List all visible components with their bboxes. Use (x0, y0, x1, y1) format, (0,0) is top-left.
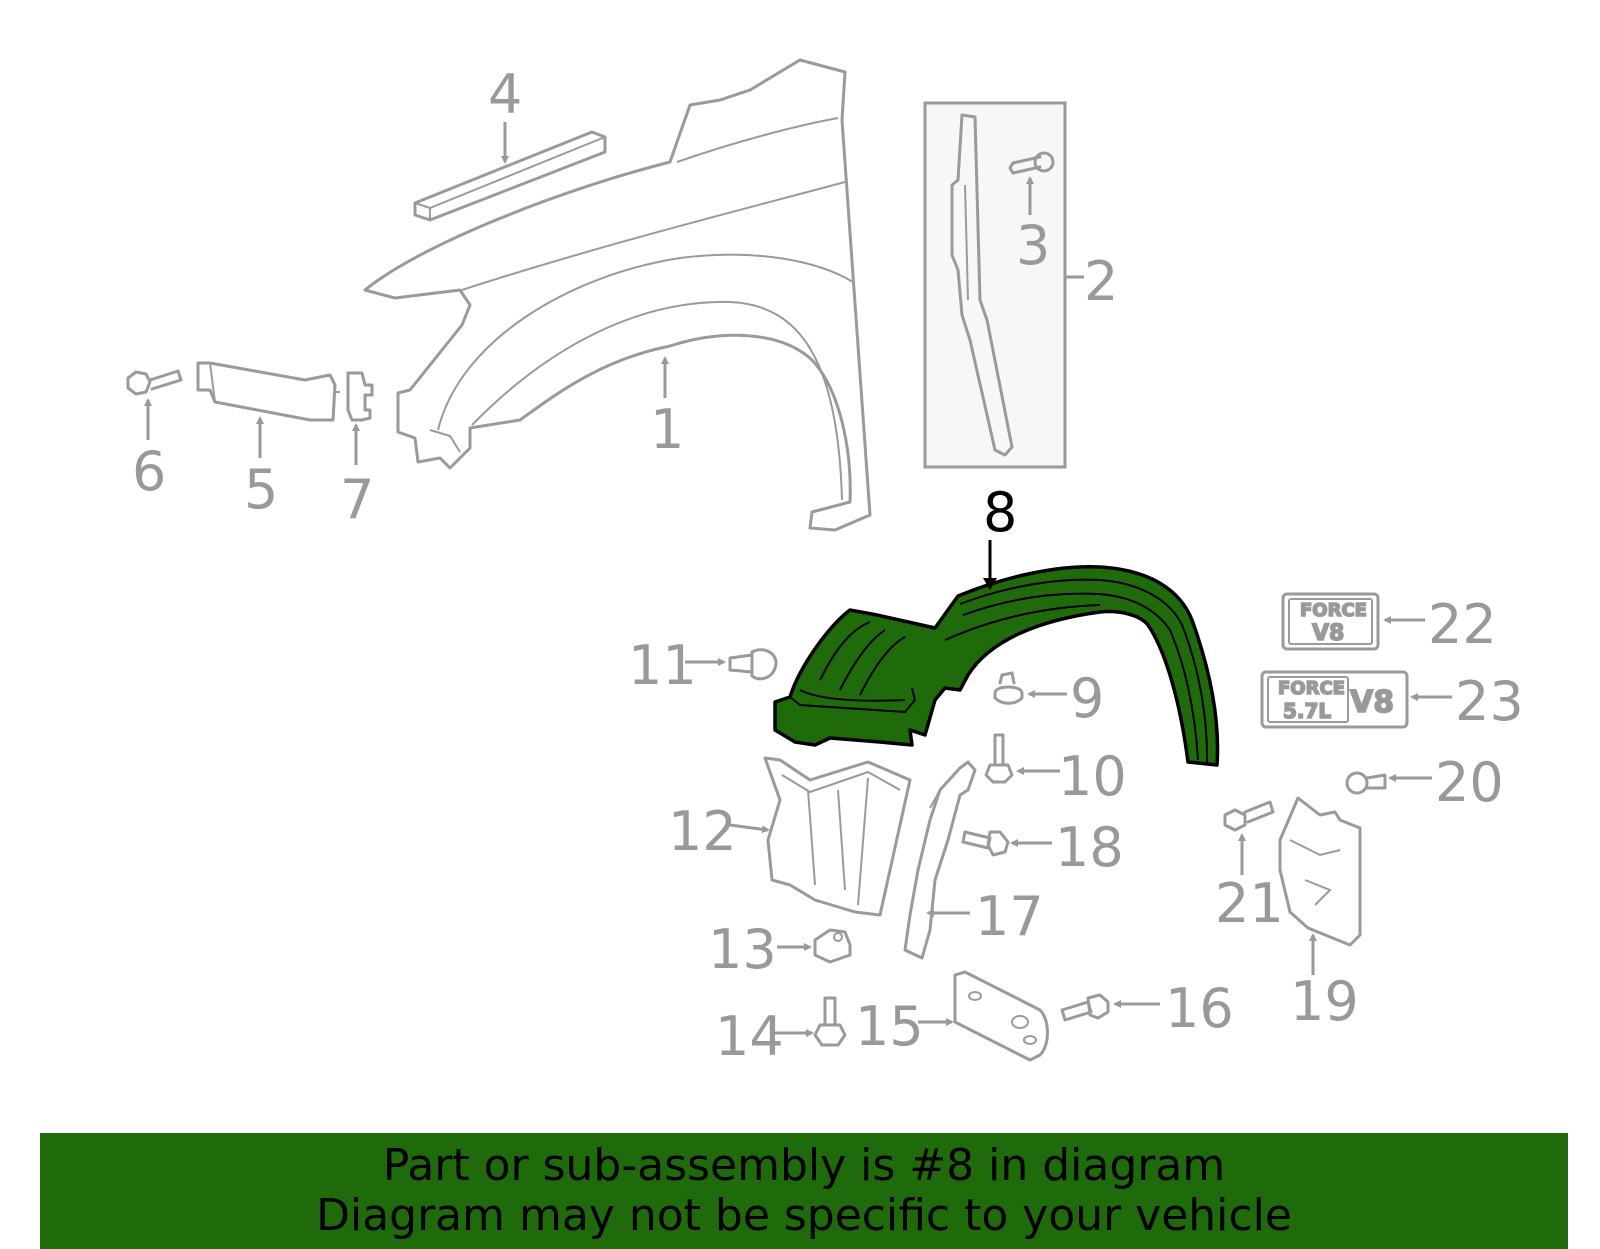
callout-12: 12 (668, 800, 737, 863)
callout-14: 14 (715, 1005, 784, 1068)
badge-22-line1: FORCE (1300, 600, 1367, 621)
callout-3: 3 (1016, 214, 1050, 277)
part-15-bracket[interactable] (953, 970, 1049, 1062)
part-12-deflector[interactable] (763, 756, 912, 917)
part-7-clip[interactable] (346, 371, 374, 422)
part-23-badge[interactable]: FORCE 5.7L V8 (1260, 670, 1409, 729)
callout-18: 18 (1055, 816, 1124, 879)
callout-17: 17 (975, 885, 1044, 948)
part-17-seal[interactable] (903, 760, 977, 960)
callout-23: 23 (1455, 670, 1524, 733)
callout-19: 19 (1290, 970, 1359, 1033)
part-6-bolt[interactable] (126, 369, 183, 396)
part-4-molding[interactable] (413, 130, 607, 222)
callout-11: 11 (628, 634, 697, 697)
badge-23-line2: 5.7L (1283, 699, 1331, 723)
callout-21: 21 (1215, 872, 1284, 935)
callout-10: 10 (1058, 745, 1127, 808)
part-19-mudguard[interactable] (1278, 796, 1362, 947)
part-11-bolt[interactable] (728, 648, 778, 681)
part-10-bolt[interactable] (984, 733, 1014, 784)
badge-22-line2: V8 (1312, 621, 1344, 646)
callout-7: 7 (340, 468, 374, 531)
badge-23-line1: FORCE (1278, 678, 1345, 699)
banner-line-2: Diagram may not be specific to your vehi… (316, 1190, 1292, 1241)
callout-6: 6 (132, 440, 166, 503)
callout-22: 22 (1428, 593, 1497, 656)
callout-13: 13 (708, 918, 777, 981)
callout-9: 9 (1070, 667, 1104, 730)
part-18-bolt[interactable] (961, 830, 1010, 857)
part-21-bolt[interactable] (1223, 800, 1275, 832)
part-16-bolt[interactable] (1060, 993, 1110, 1022)
callout-4: 4 (488, 63, 522, 126)
callout-1: 1 (650, 398, 684, 461)
part-22-badge[interactable]: FORCE V8 (1281, 592, 1380, 651)
callout-8: 8 (983, 481, 1017, 544)
part-8-fender-liner[interactable] (773, 565, 1220, 767)
part-9-clip[interactable] (993, 671, 1024, 705)
part-1-fender[interactable] (363, 58, 872, 532)
part-2-seal-box[interactable] (923, 101, 1067, 469)
part-5-bracket[interactable] (196, 361, 340, 422)
part-14-bolt[interactable] (813, 996, 847, 1047)
part-20-clip[interactable] (1345, 771, 1387, 795)
info-banner: Part or sub-assembly is #8 in diagram Di… (40, 1133, 1568, 1249)
banner-line-1: Part or sub-assembly is #8 in diagram (382, 1140, 1226, 1191)
callout-15: 15 (855, 995, 924, 1058)
callout-2: 2 (1084, 250, 1118, 313)
callout-20: 20 (1435, 751, 1504, 814)
part-13-nut[interactable] (813, 928, 852, 964)
badge-23-side: V8 (1350, 685, 1394, 720)
callout-16: 16 (1165, 977, 1234, 1040)
part-3-clip[interactable] (1008, 151, 1055, 175)
callout-5: 5 (244, 458, 278, 521)
